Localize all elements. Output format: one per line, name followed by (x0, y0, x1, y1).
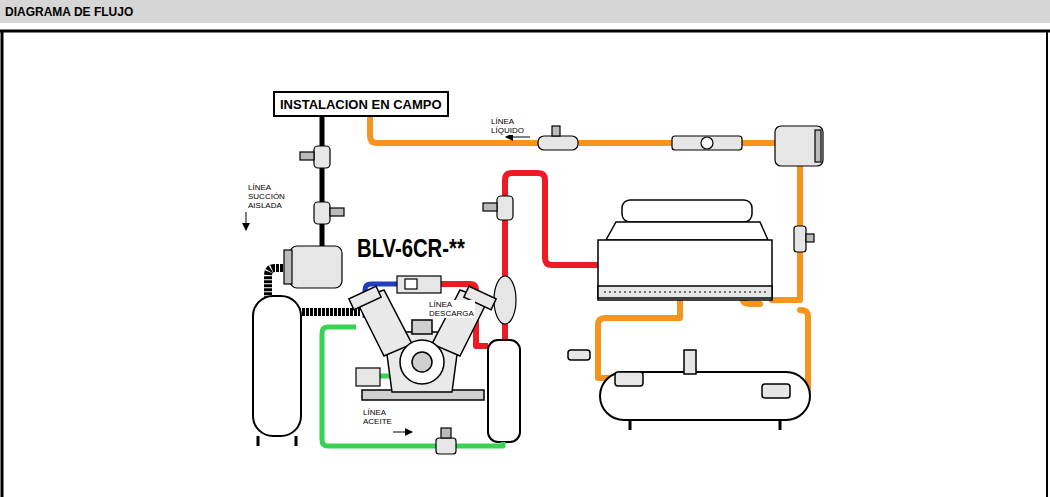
model-label: BLV-6CR-** (357, 234, 465, 262)
line-label: LÍNEA DESCARGA (428, 300, 475, 318)
diagram-title: DIAGRAMA DE FLUJO (5, 5, 133, 19)
line-label: LÍNEA ACEITE (362, 408, 393, 426)
line-label: LÍNEA LÍQUIDO (490, 117, 525, 135)
line-label: LÍNEA SUCCIÓN AISLADA (247, 183, 286, 210)
field-installation-box: INSTALACION EN CAMPO (273, 91, 449, 117)
box-text: INSTALACION EN CAMPO (280, 97, 442, 112)
